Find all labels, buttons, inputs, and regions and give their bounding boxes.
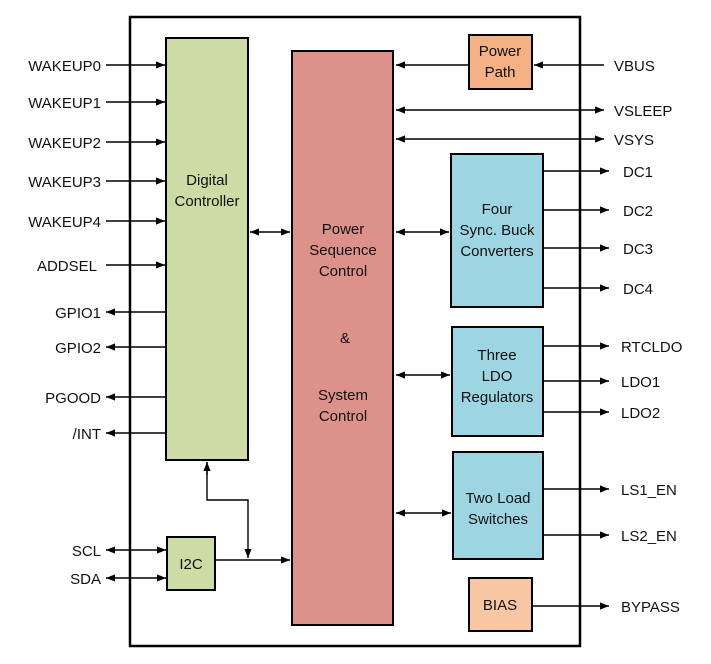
- digital-controller-label-1: Digital: [186, 172, 228, 189]
- power-seq-label-1: Power: [322, 221, 365, 238]
- pin-label-addsel: ADDSEL: [37, 258, 97, 275]
- ldo-label-3: Regulators: [461, 389, 534, 406]
- pin-label-bypass: BYPASS: [621, 599, 680, 616]
- bias-label: BIAS: [483, 597, 517, 614]
- digital-to-bus-connector: [206, 462, 249, 515]
- ldo-label-1: Three: [477, 347, 516, 364]
- pin-label-ls1-en: LS1_EN: [621, 482, 677, 499]
- pin-label-vbus: VBUS: [614, 58, 655, 75]
- power-path-label-1: Power: [479, 43, 522, 60]
- i2c-block: I2C: [166, 536, 216, 591]
- buck-label-1: Four: [482, 201, 513, 218]
- pin-label-pgood: PGOOD: [45, 390, 101, 407]
- power-path-label-2: Path: [485, 64, 516, 81]
- pin-label-dc4: DC4: [623, 281, 653, 298]
- buck-label-2: Sync. Buck: [459, 222, 535, 239]
- pin-label-vsys: VSYS: [614, 132, 654, 149]
- pin-label-sda: SDA: [70, 571, 101, 588]
- bias-block: BIAS: [468, 577, 533, 632]
- pin-label-gpio2: GPIO2: [55, 340, 101, 357]
- power-seq-label-5: System: [318, 387, 368, 404]
- power-seq-label-2: Sequence: [309, 242, 377, 259]
- pin-label-ldo2: LDO2: [621, 405, 660, 422]
- load-switches-label-2: Switches: [468, 511, 528, 528]
- pin-label-dc2: DC2: [623, 203, 653, 220]
- power-sequence-block: Power Sequence Control & System Control: [291, 50, 394, 626]
- pin-label-wakeup0: WAKEUP0: [28, 58, 101, 75]
- pin-label-ldo1: LDO1: [621, 374, 660, 391]
- pin-label-wakeup1: WAKEUP1: [28, 95, 101, 112]
- pin-label-dc1: DC1: [623, 164, 653, 181]
- pin-label-int: /INT: [73, 426, 101, 443]
- buck-converters-block: Four Sync. Buck Converters: [450, 153, 544, 308]
- power-seq-label-6: Control: [319, 408, 367, 425]
- power-seq-label-4: &: [340, 330, 350, 347]
- pin-label-wakeup4: WAKEUP4: [28, 214, 101, 231]
- digital-controller-block: Digital Controller: [165, 37, 249, 461]
- pin-label-vsleep: VSLEEP: [614, 103, 672, 120]
- ldo-label-2: LDO: [482, 368, 513, 385]
- pin-label-dc3: DC3: [623, 241, 653, 258]
- pin-label-wakeup2: WAKEUP2: [28, 135, 101, 152]
- buck-label-3: Converters: [460, 243, 533, 260]
- pin-label-scl: SCL: [72, 543, 101, 560]
- ldo-regulators-block: Three LDO Regulators: [451, 326, 544, 437]
- power-seq-label-3: Control: [319, 263, 367, 280]
- pin-label-rtcldo: RTCLDO: [621, 339, 682, 356]
- pin-label-ls2-en: LS2_EN: [621, 528, 677, 545]
- i2c-label: I2C: [179, 556, 203, 573]
- pin-label-gpio1: GPIO1: [55, 305, 101, 322]
- pin-label-wakeup3: WAKEUP3: [28, 174, 101, 191]
- power-path-block: Power Path: [468, 34, 533, 90]
- load-switches-label-1: Two Load: [465, 490, 530, 507]
- load-switches-block: Two Load Switches: [452, 451, 544, 560]
- digital-controller-label-2: Controller: [174, 193, 239, 210]
